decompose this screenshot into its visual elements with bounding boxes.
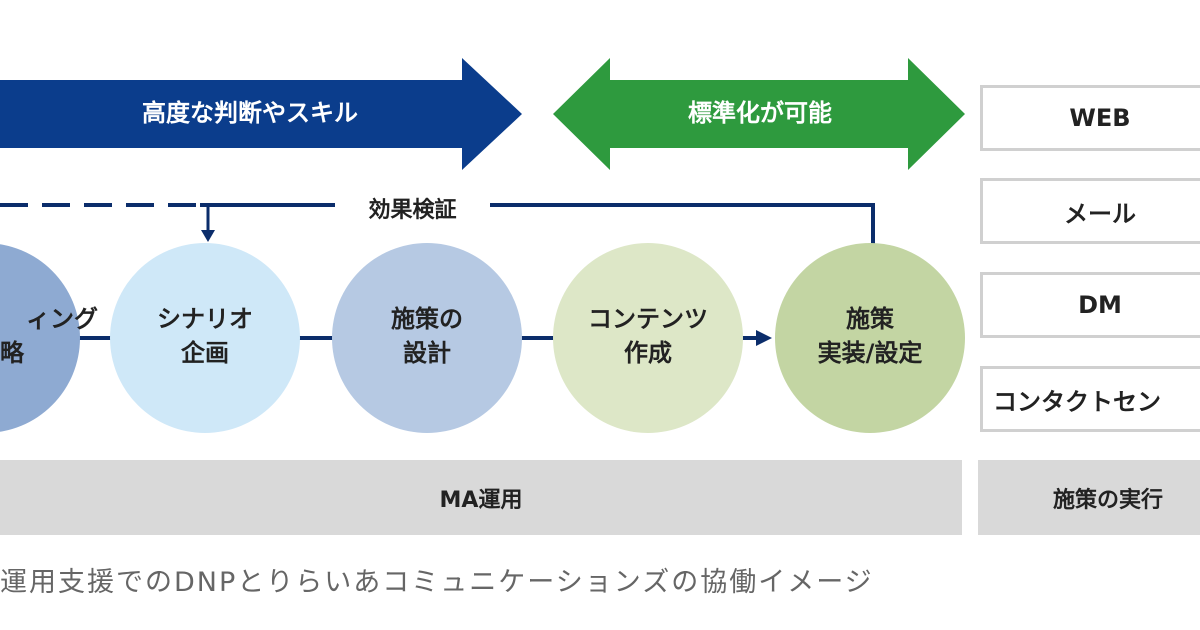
connector-arrowhead [756, 330, 772, 346]
step-5-label: 施策実装/設定 [775, 302, 965, 370]
step-4-line2: 作成 [624, 339, 672, 367]
feedback-label: 効果検証 [368, 198, 457, 223]
step-4-line1: コンテンツ [588, 305, 708, 333]
channel-contact-center: コンタクトセン [980, 366, 1200, 432]
blue-arrow-label: 高度な判断やスキル [142, 99, 358, 127]
green-double-arrow [553, 58, 965, 170]
step-circle-1 [0, 244, 80, 432]
step-circle-5 [775, 243, 965, 433]
step-2-label: シナリオ企画 [110, 302, 300, 370]
execution-bar: 施策の実行 [978, 460, 1200, 535]
channel-dm: DM [980, 272, 1200, 338]
step-1-label: ィング略 [0, 302, 98, 370]
feedback-line-right [490, 203, 875, 245]
feedback-arrowhead [201, 230, 215, 242]
caption: 運用支援でのDNPとりらいあコミュニケーションズの協働イメージ [0, 567, 874, 598]
step-3-label: 施策の設計 [332, 302, 522, 370]
blue-arrow [0, 58, 522, 170]
channel-web: WEB [980, 85, 1200, 151]
step-4-label: コンテンツ作成 [553, 302, 743, 370]
step-1-line1: ィング [26, 305, 98, 333]
step-1-line2: 略 [0, 339, 24, 367]
step-5-line2: 実装/設定 [817, 339, 923, 367]
step-3-line1: 施策の [391, 305, 463, 333]
green-arrow-label: 標準化が可能 [688, 99, 832, 127]
step-2-line1: シナリオ [157, 305, 253, 333]
step-3-line2: 設計 [403, 339, 451, 367]
step-circle-4 [553, 243, 743, 433]
channel-mail: メール [980, 178, 1200, 244]
step-circle-2 [110, 243, 300, 433]
step-2-line2: 企画 [181, 339, 229, 367]
step-5-line1: 施策 [846, 305, 894, 333]
step-circle-3 [332, 243, 522, 433]
ma-operation-bar: MA運用 [0, 460, 962, 535]
